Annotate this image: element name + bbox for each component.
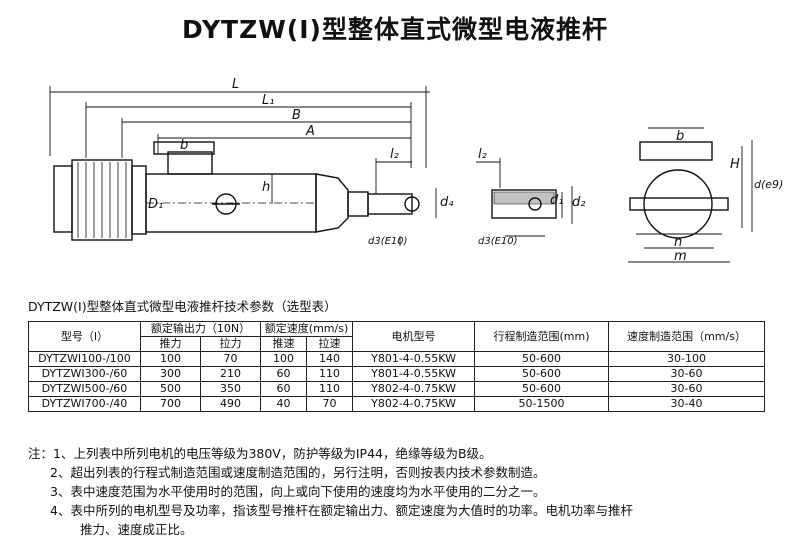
cell-speed-range: 30-40	[608, 396, 766, 412]
table-row: DYTZWI300-/60 300 210 60 110 Y801-4-0.55…	[28, 366, 766, 382]
label-n: n	[674, 235, 682, 250]
note-4: 4、表中所列的电机型号及功率，指该型号推杆在额定输出力、额定速度为大值时的功率。…	[50, 503, 633, 518]
label-d-e9: d(e9)	[754, 178, 783, 191]
rod-end-detail	[476, 158, 573, 237]
note-3: 3、表中速度范围为水平使用时的范围，向上或向下使用的速度均为水平使用的二分之一。	[50, 484, 546, 499]
cell-pull: 490	[199, 396, 262, 412]
note-4-continued: 推力、速度成正比。	[80, 522, 193, 537]
header-stroke-range: 行程制造范围(mm)	[474, 321, 610, 352]
cell-pull: 70	[199, 351, 262, 367]
cell-stroke-range: 50-600	[474, 381, 610, 397]
cell-push: 100	[140, 351, 201, 367]
cell-pull: 210	[199, 366, 262, 382]
table-caption: DYTZW(I)型整体直式微型电液推杆技术参数（选型表）	[28, 299, 337, 314]
cell-model: DYTZWI700-/40	[28, 396, 141, 412]
side-view	[628, 127, 753, 263]
cell-push: 300	[140, 366, 201, 382]
cell-pull-speed: 140	[306, 351, 354, 367]
label-l2: l₂	[390, 147, 399, 162]
label-B: B	[292, 108, 301, 123]
label-b: b	[180, 138, 188, 153]
cell-speed-range: 30-60	[608, 366, 766, 382]
cell-stroke-range: 50-600	[474, 366, 610, 382]
table-row: DYTZWI100-/100 100 70 100 140 Y801-4-0.5…	[28, 351, 766, 367]
label-L: L	[232, 77, 239, 92]
label-H: H	[730, 157, 740, 172]
cell-model: DYTZWI500-/60	[28, 381, 141, 397]
label-d2: d₂	[572, 195, 585, 210]
cell-model: DYTZWI300-/60	[28, 366, 141, 382]
technical-drawing: L L₁ B A b D₁ h l₂ d₄ d3(E10) l₂ d₁ d₂ d…	[49, 77, 783, 264]
cell-pull: 350	[199, 381, 262, 397]
table-row: DYTZWI700-/40 700 490 40 70 Y802-4-0.75K…	[28, 396, 766, 412]
label-d4: d₄	[440, 195, 454, 210]
cell-push-speed: 40	[260, 396, 308, 412]
cell-push-speed: 100	[260, 351, 308, 367]
header-push: 推力	[140, 336, 201, 352]
header-rated-speed: 额定速度(mm/s)	[260, 321, 354, 337]
cell-push-speed: 60	[260, 366, 308, 382]
header-speed-range: 速度制造范围（mm/s）	[608, 321, 766, 352]
header-pull-speed: 拉速	[306, 336, 354, 352]
main-view	[49, 86, 437, 246]
label-d3-detail: d3(E10)	[478, 236, 518, 247]
cell-motor: Y801-4-0.55KW	[352, 351, 476, 367]
cell-stroke-range: 50-600	[474, 351, 610, 367]
label-d1: d₁	[550, 193, 563, 208]
cell-push: 700	[140, 396, 201, 412]
table-header-row: 型号（I） 额定输出力（10N） 额定速度(mm/s) 电机型号 行程制造范围(…	[28, 321, 766, 352]
label-l2-detail: l₂	[478, 147, 487, 162]
cell-motor: Y802-4-0.75KW	[352, 381, 476, 397]
spec-table: 型号（I） 额定输出力（10N） 额定速度(mm/s) 电机型号 行程制造范围(…	[28, 321, 766, 412]
cell-speed-range: 30-60	[608, 381, 766, 397]
cell-motor: Y802-4-0.75KW	[352, 396, 476, 412]
label-A: A	[305, 124, 315, 139]
cell-push: 500	[140, 381, 201, 397]
header-rated-force: 额定输出力（10N）	[139, 321, 262, 337]
label-D1: D₁	[148, 197, 163, 212]
label-L1: L₁	[262, 93, 274, 108]
cell-stroke-range: 50-1500	[474, 396, 610, 412]
cell-pull-speed: 70	[306, 396, 354, 412]
table-subheader-row: 推力 拉力 推速 拉速	[29, 336, 765, 352]
label-d3: d3(E10)	[368, 236, 408, 247]
cell-speed-range: 30-100	[608, 351, 766, 367]
label-h: h	[262, 180, 270, 195]
notes-block: 注：1、上列表中所列电机的电压等级为380V，防护等级为IP44，绝缘等级为B级…	[28, 444, 768, 539]
note-2: 2、超出列表的行程式制造范围或速度制造范围的，另行注明，否则按表内技术参数制造。	[50, 465, 546, 480]
note-1: 注：1、上列表中所列电机的电压等级为380V，防护等级为IP44，绝缘等级为B级…	[28, 446, 492, 461]
cell-push-speed: 60	[260, 381, 308, 397]
cell-model: DYTZWI100-/100	[28, 351, 141, 367]
label-b-side: b	[676, 129, 684, 144]
header-model: 型号（I）	[28, 321, 141, 352]
cell-pull-speed: 110	[306, 366, 354, 382]
label-m: m	[674, 249, 687, 264]
cell-motor: Y801-4-0.55KW	[352, 366, 476, 382]
table-row: DYTZWI500-/60 500 350 60 110 Y802-4-0.75…	[28, 381, 766, 397]
header-pull: 拉力	[199, 336, 262, 352]
page-title: DYTZW(I)型整体直式微型电液推杆	[182, 15, 608, 44]
header-push-speed: 推速	[260, 336, 308, 352]
header-motor: 电机型号	[352, 321, 476, 352]
cell-pull-speed: 110	[306, 381, 354, 397]
